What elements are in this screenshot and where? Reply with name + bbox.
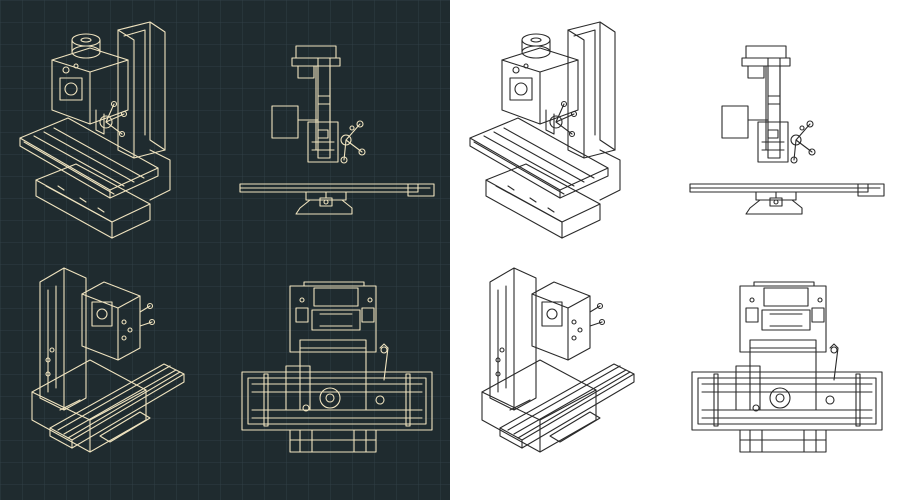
light-lineart-panel bbox=[450, 0, 900, 500]
blueprint-grid bbox=[0, 0, 450, 500]
light-lineart-canvas bbox=[450, 0, 900, 500]
dark-blueprint-canvas bbox=[0, 0, 450, 500]
light-background bbox=[450, 0, 900, 500]
dark-blueprint-panel bbox=[0, 0, 450, 500]
